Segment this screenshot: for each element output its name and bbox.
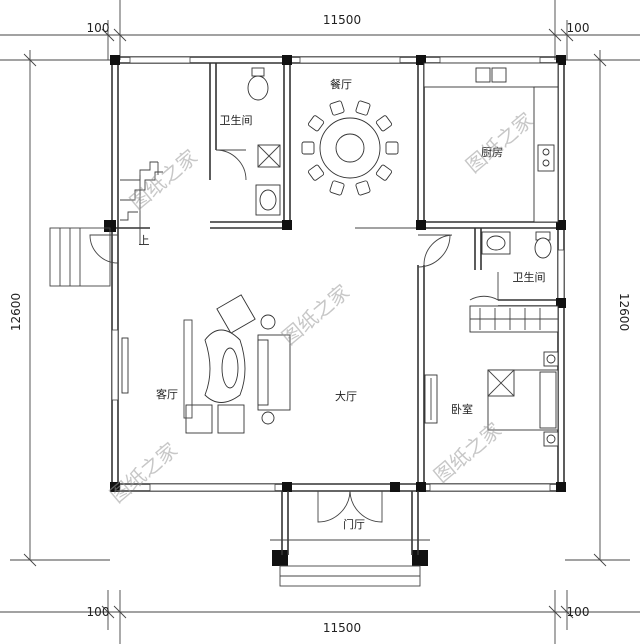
room-label-dining: 餐厅 <box>330 77 352 91</box>
interior-walls <box>112 63 558 484</box>
doors <box>89 149 499 523</box>
dining-chair <box>375 164 393 181</box>
room-label-bath-top: 卫生间 <box>220 113 253 127</box>
watermark-3: 图纸之家 <box>461 108 538 178</box>
dining-chair <box>375 115 393 132</box>
bath-top-fixtures <box>247 67 281 216</box>
room-label-living: 客厅 <box>156 387 178 401</box>
dining-chair <box>329 100 345 116</box>
dining-chair <box>329 180 345 196</box>
living-sofa-set <box>121 294 291 434</box>
dim-bottom-left: 100 <box>87 605 110 619</box>
watermark-5: 图纸之家 <box>429 418 506 488</box>
dining-chair <box>355 100 371 116</box>
dining-table <box>301 100 399 196</box>
dim-top-total: 11500 <box>323 13 361 27</box>
side-steps <box>49 227 111 287</box>
columns <box>104 55 566 566</box>
dim-left-total: 12600 <box>9 293 23 331</box>
bath-right-fixtures <box>481 231 552 259</box>
room-label-bath-right: 卫生间 <box>513 270 546 284</box>
staircase <box>120 161 163 245</box>
kitchen-fixtures <box>423 62 559 223</box>
dining-chair <box>307 115 325 132</box>
watermark-4: 图纸之家 <box>105 438 182 508</box>
dining-chair <box>307 164 325 181</box>
room-label-foyer: 门厅 <box>343 517 365 531</box>
dining-chair <box>301 141 315 155</box>
dim-bottom-total: 11500 <box>323 621 361 635</box>
dining-chair <box>355 180 371 196</box>
porch <box>270 491 430 587</box>
dim-top-right: 100 <box>567 21 590 35</box>
dim-right-total: 12600 <box>617 293 631 331</box>
dim-bottom-right: 100 <box>567 605 590 619</box>
stairs-up-label: 上 <box>139 234 150 247</box>
bed <box>487 351 559 447</box>
room-label-kitchen: 厨房 <box>481 146 503 159</box>
room-label-bedroom: 卧室 <box>451 402 473 416</box>
dim-top-left: 100 <box>87 21 110 35</box>
dining-chair <box>385 141 399 155</box>
tv-cabinet <box>424 374 438 424</box>
watermark-2: 图纸之家 <box>277 280 354 350</box>
wardrobe <box>469 305 559 333</box>
room-label-hall: 大厅 <box>335 389 357 403</box>
